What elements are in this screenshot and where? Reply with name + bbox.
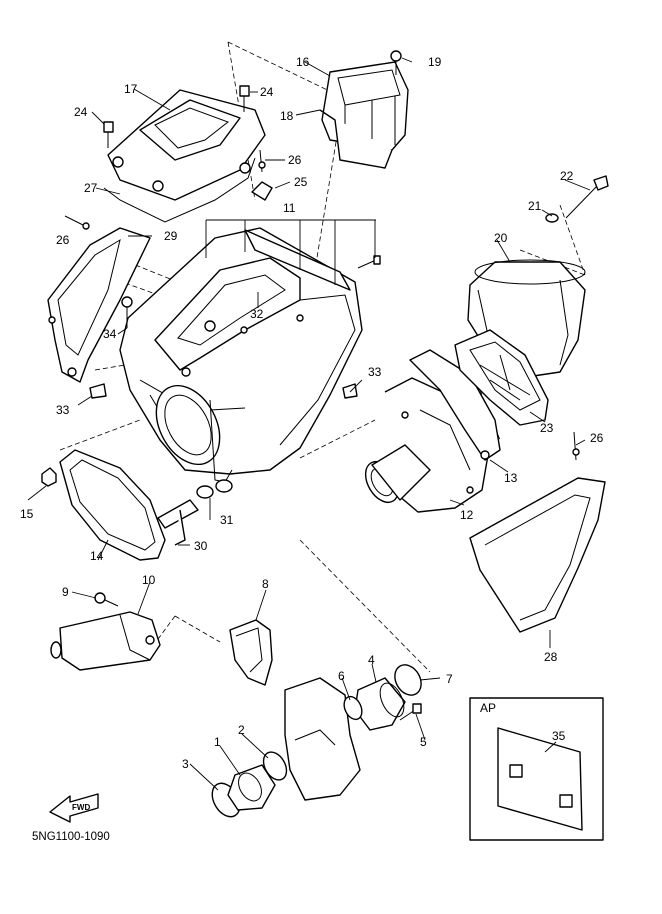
callout-28: 28 (544, 650, 558, 664)
callout-26-left: 26 (56, 233, 70, 247)
callout-11: 11 (283, 201, 296, 215)
bolt-9 (94, 592, 119, 607)
callout-14: 14 (90, 549, 104, 563)
callout-32: 32 (250, 307, 264, 321)
leader-lines (27, 57, 591, 791)
clip-25 (251, 181, 273, 201)
callout-19: 19 (428, 55, 442, 69)
clamp-7 (394, 664, 422, 696)
cover-gasket-27 (103, 157, 256, 223)
bolt-11 (357, 255, 381, 269)
callout-1: 1 (214, 735, 221, 749)
callout-5: 5 (420, 735, 427, 749)
callout-13: 13 (504, 471, 518, 485)
callout-26-right: 26 (590, 431, 604, 445)
bolt-34 (121, 296, 133, 328)
callout-27: 27 (84, 181, 98, 195)
callout-3: 3 (182, 757, 189, 771)
callout-2: 2 (238, 723, 245, 737)
diagram-code: 5NG1100-1090 (32, 831, 110, 843)
intake-duct-16 (319, 61, 409, 169)
callout-29: 29 (164, 229, 178, 243)
callout-35: 35 (552, 729, 566, 743)
callout-34: 34 (103, 327, 117, 341)
rivet-26-right (572, 431, 580, 461)
callout-6: 6 (338, 669, 345, 683)
bolt-24-right (239, 85, 250, 112)
callout-25: 25 (294, 175, 308, 189)
clip-33-right (342, 383, 358, 399)
engine-outline (284, 677, 361, 801)
clamp-31 (196, 479, 233, 499)
callout-18: 18 (280, 109, 294, 123)
callout-16: 16 (296, 55, 310, 69)
joint-1 (227, 764, 276, 811)
callout-33-left: 33 (56, 403, 70, 417)
callout-10: 10 (142, 573, 156, 587)
bolt-5 (399, 703, 422, 721)
washer-21 (545, 213, 559, 223)
clip-33-left (89, 383, 107, 399)
svg-text:FWD: FWD (72, 803, 90, 812)
callout-20: 20 (494, 231, 508, 245)
callout-23: 23 (540, 421, 554, 435)
callout-9: 9 (62, 585, 69, 599)
callout-12: 12 (460, 508, 474, 522)
callout-26-top: 26 (288, 153, 302, 167)
nut-15 (41, 467, 57, 487)
ap-inset: AP (469, 697, 604, 841)
air-box-body (119, 227, 363, 483)
decal-35 (497, 727, 583, 831)
side-cover-29 (47, 227, 151, 383)
bolt-19 (390, 50, 402, 75)
callout-31: 31 (220, 513, 234, 527)
callout-7: 7 (446, 672, 453, 686)
callout-33-right: 33 (368, 365, 382, 379)
callout-24-left: 24 (74, 105, 88, 119)
callout-24-right: 24 (260, 85, 274, 99)
forward-arrow-icon: FWD (49, 793, 99, 823)
ap-label: AP (480, 701, 496, 715)
rivet-26-left (64, 215, 90, 230)
side-cover-28 (469, 477, 606, 633)
bolt-24-left (103, 121, 114, 148)
filter-frame-23 (454, 329, 549, 426)
callout-15: 15 (20, 507, 34, 521)
air-box-cover-17 (107, 89, 266, 201)
callout-8: 8 (262, 577, 269, 591)
clamp-2 (262, 751, 288, 781)
rivet-26-top (258, 149, 266, 173)
callout-4: 4 (368, 653, 375, 667)
drain-tube-30 (157, 499, 199, 546)
callout-22: 22 (560, 169, 574, 183)
bracket-10 (50, 611, 161, 671)
callout-21: 21 (528, 199, 542, 213)
gasket-14 (59, 449, 166, 561)
callout-30: 30 (194, 539, 208, 553)
callout-labels: 17 24 24 16 19 18 27 26 25 26 29 11 32 3… (20, 55, 604, 771)
callout-17: 17 (124, 82, 138, 96)
element-guide-13 (409, 349, 501, 461)
o-ring-6 (343, 695, 363, 721)
bracket-8 (229, 619, 273, 686)
bolt-22 (565, 175, 609, 219)
